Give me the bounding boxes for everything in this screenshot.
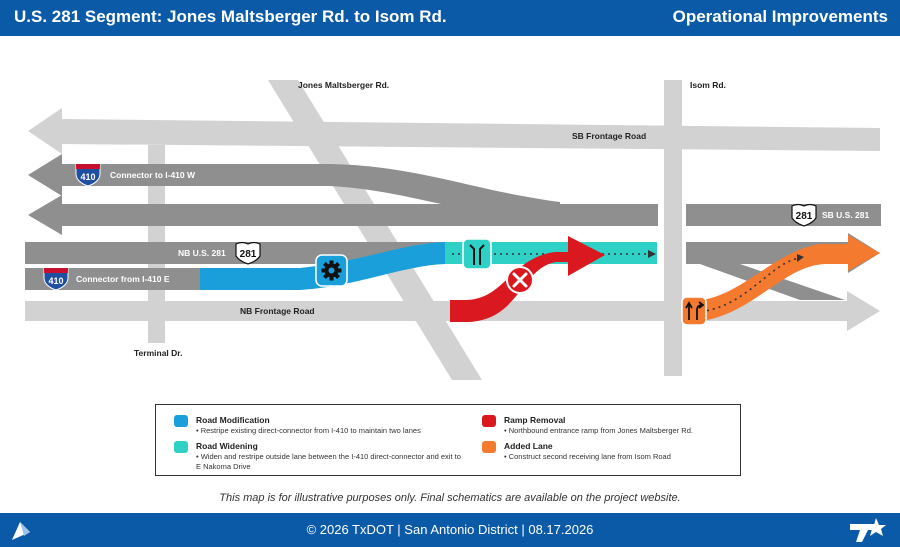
label-jones-maltsberger: Jones Maltsberger Rd.: [298, 80, 389, 90]
us281-shield-number: 281: [240, 249, 257, 260]
sb-us281-left-road: [28, 195, 658, 235]
page-title: U.S. 281 Segment: Jones Maltsberger Rd. …: [14, 7, 447, 26]
legend-lane-icon: [482, 441, 496, 453]
legend-gear-icon: [174, 415, 188, 427]
legend-title: Road Widening: [196, 441, 258, 451]
footer-bar: © 2026 TxDOT | San Antonio District | 08…: [0, 513, 900, 547]
compass-icon: [12, 522, 30, 540]
connector-from-i410e-road: [25, 268, 205, 290]
us281-shield-nb: 281: [235, 241, 261, 265]
gear-icon: [321, 260, 342, 281]
road-widening-icon: [462, 238, 492, 270]
isom-road: [664, 80, 682, 376]
i410-shield-number: 410: [48, 276, 63, 286]
legend-desc: Restripe existing direct-connector from …: [196, 426, 466, 436]
widening-lanes-glyph: [469, 244, 485, 265]
label-connector-to-i410w: Connector to I-410 W: [110, 170, 196, 180]
footer-text: © 2026 TxDOT | San Antonio District | 08…: [306, 522, 594, 537]
i410-shield-bottom: 410: [43, 267, 69, 291]
widening-arrowhead: [648, 250, 656, 258]
label-sb-frontage: SB Frontage Road: [572, 131, 646, 141]
txdot-logo-icon: [850, 518, 886, 542]
us281-shield-sb: 281: [791, 203, 817, 227]
legend-x-icon: [482, 415, 496, 427]
label-connector-from-i410e: Connector from I-410 E: [76, 274, 170, 284]
added-lane-glyph: [685, 301, 705, 320]
added-lane-segment: [690, 235, 880, 322]
added-lane-dotted-line: [694, 257, 801, 313]
added-lane-arrowhead: [797, 254, 804, 262]
legend-desc: Widen and restripe outside lane between …: [196, 452, 466, 472]
legend-title: Ramp Removal: [504, 415, 566, 425]
label-nb-frontage: NB Frontage Road: [240, 306, 315, 316]
page-subtitle: Operational Improvements: [672, 7, 888, 26]
label-nb-us281: NB U.S. 281: [178, 248, 226, 258]
legend-desc: Construct second receiving lane from Iso…: [504, 452, 774, 462]
road-map: 410 410 281 281 Jones Maltsberger Rd. Is…: [25, 80, 881, 380]
label-terminal: Terminal Dr.: [134, 348, 183, 358]
i410-shield-top: 410: [75, 163, 101, 187]
legend-title: Road Modification: [196, 415, 270, 425]
legend-desc: Northbound entrance ramp from Jones Malt…: [504, 426, 774, 436]
ramp-removal-x: [512, 272, 528, 288]
legend-title: Added Lane: [504, 441, 553, 451]
legend-box: Road Modification Restripe existing dire…: [155, 404, 741, 476]
i410-shield-number: 410: [80, 172, 95, 182]
disclaimer-text: This map is for illustrative purposes on…: [219, 492, 681, 504]
connector-to-i410w-road: [28, 154, 560, 218]
header-bar: U.S. 281 Segment: Jones Maltsberger Rd. …: [0, 0, 900, 36]
added-lane-icon: [681, 296, 707, 326]
legend-widening-icon: [174, 441, 188, 453]
sb-us281-right-road: [686, 204, 881, 226]
label-sb-us281: SB U.S. 281: [822, 210, 870, 220]
us281-shield-number: 281: [796, 211, 813, 222]
label-isom: Isom Rd.: [690, 80, 726, 90]
